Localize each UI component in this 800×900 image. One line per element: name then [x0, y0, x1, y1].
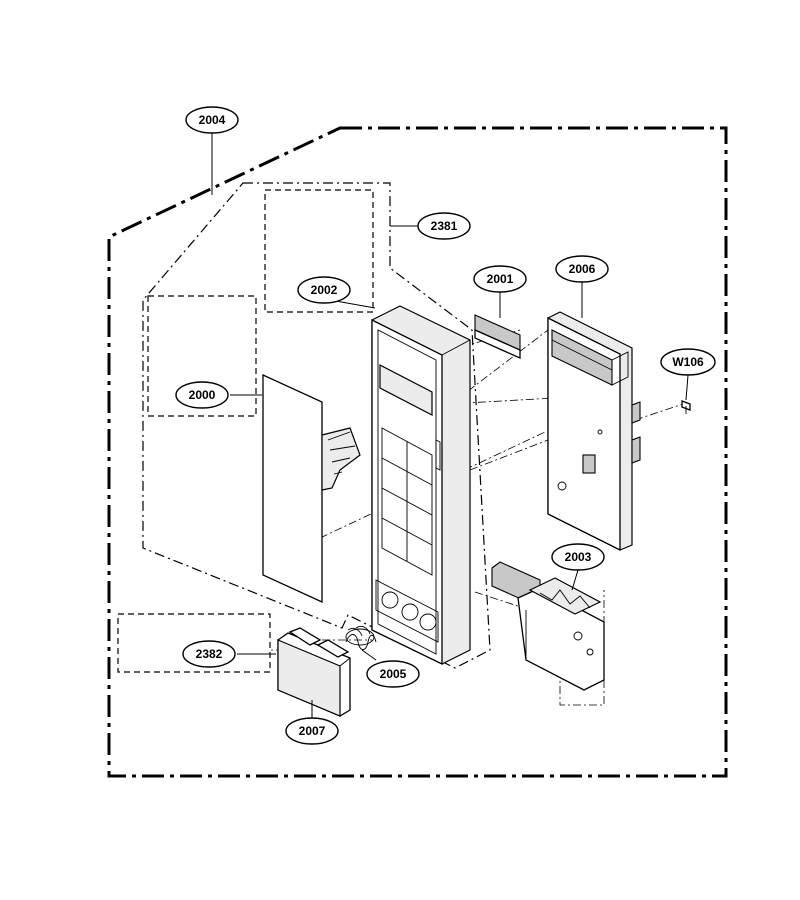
- callout-label-2001: 2001: [487, 272, 514, 286]
- assembly-boundary-2004: [107, 126, 728, 778]
- callout-2003: 2003: [551, 543, 605, 571]
- ref-box-2002: [264, 189, 374, 313]
- callout-2007: 2007: [285, 717, 339, 745]
- callout-label-2005: 2005: [380, 667, 407, 681]
- callout-label-2381: 2381: [431, 219, 458, 233]
- callout-2004: 2004: [185, 106, 239, 134]
- part-2006-pcb: [547, 311, 641, 552]
- ref-box-2382: [117, 613, 271, 673]
- callout-label-2382: 2382: [196, 647, 223, 661]
- callout-label-2000: 2000: [189, 388, 216, 402]
- part-2003-latch: [491, 561, 605, 691]
- callout-label-2006: 2006: [569, 262, 596, 276]
- callout-label-2003: 2003: [565, 550, 592, 564]
- callout-2381: 2381: [417, 212, 471, 240]
- callout-2001: 2001: [473, 265, 527, 293]
- callout-W106: W106: [660, 348, 716, 376]
- part-2001-window: [474, 314, 521, 360]
- leader-lines: [211, 133, 689, 718]
- callout-2382: 2382: [182, 640, 236, 668]
- part-2000-membrane: [262, 373, 361, 604]
- callout-2002: 2002: [297, 276, 351, 304]
- part-2007-button: [277, 627, 351, 717]
- part-W106-screw: [681, 400, 691, 414]
- callout-2000: 2000: [175, 381, 229, 409]
- callout-2005: 2005: [366, 660, 420, 688]
- callout-label-2004: 2004: [199, 113, 226, 127]
- callout-2006: 2006: [555, 255, 609, 283]
- callout-label-2007: 2007: [299, 724, 326, 738]
- group-boundary-2381: [142, 182, 491, 669]
- part-2002-control-panel: [371, 305, 471, 666]
- ref-box-2000: [147, 295, 257, 417]
- part-2005-spring: [345, 625, 377, 650]
- callout-label-W106: W106: [672, 355, 704, 369]
- callout-label-2002: 2002: [311, 283, 338, 297]
